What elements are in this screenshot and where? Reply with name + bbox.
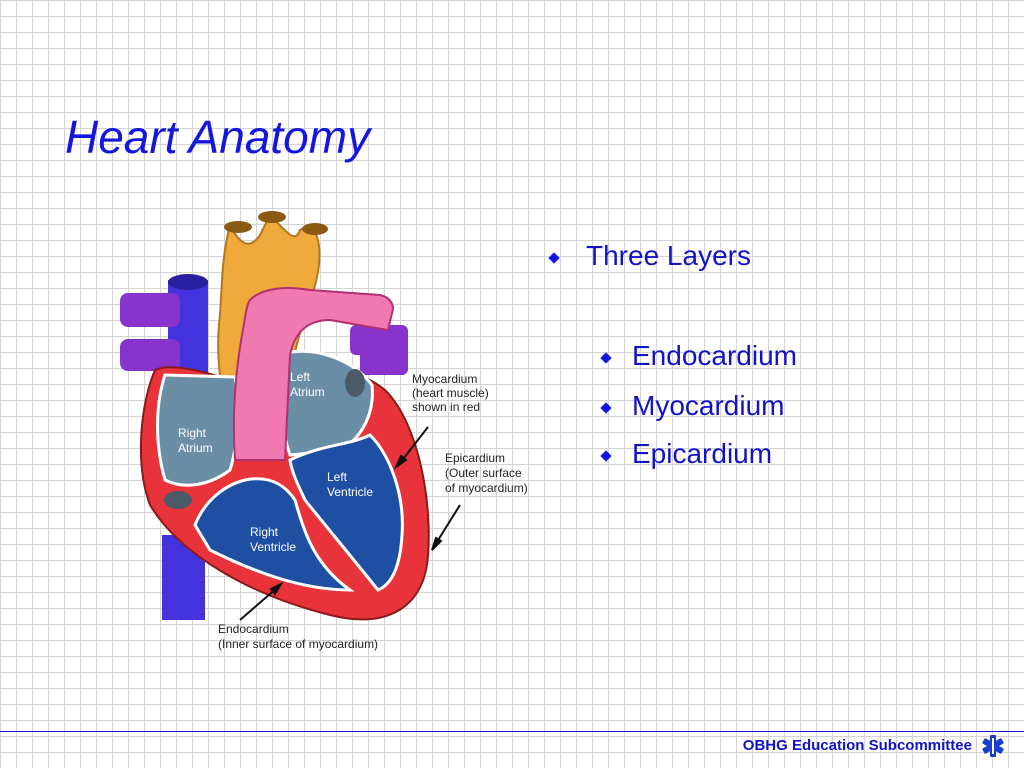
svc-opening xyxy=(168,274,208,290)
diamond-bullet-icon xyxy=(600,402,612,414)
footer-divider xyxy=(0,731,1024,732)
slide-title: Heart Anatomy xyxy=(65,111,371,163)
svg-text:Myocardium(heart muscle)shown: Myocardium(heart muscle)shown in red xyxy=(412,372,489,414)
footer-text: OBHG Education Subcommittee xyxy=(742,737,972,754)
svg-text:Endocardium(Inner surface of m: Endocardium(Inner surface of myocardium) xyxy=(218,622,378,651)
left-ventricle xyxy=(288,433,404,592)
right-ventricle xyxy=(193,477,355,592)
diamond-bullet-icon xyxy=(600,352,612,364)
pulmonary-vein-left-bottom xyxy=(120,339,180,371)
star-of-life-icon xyxy=(982,735,1004,757)
pulmonary-artery xyxy=(232,287,394,461)
inferior-vena-cava xyxy=(162,535,205,620)
pulmonary-vein-right-bottom xyxy=(360,341,408,375)
pulmonary-vein-left-top xyxy=(120,293,180,327)
diamond-bullet-icon xyxy=(548,252,560,264)
diamond-bullet-icon xyxy=(600,450,612,462)
